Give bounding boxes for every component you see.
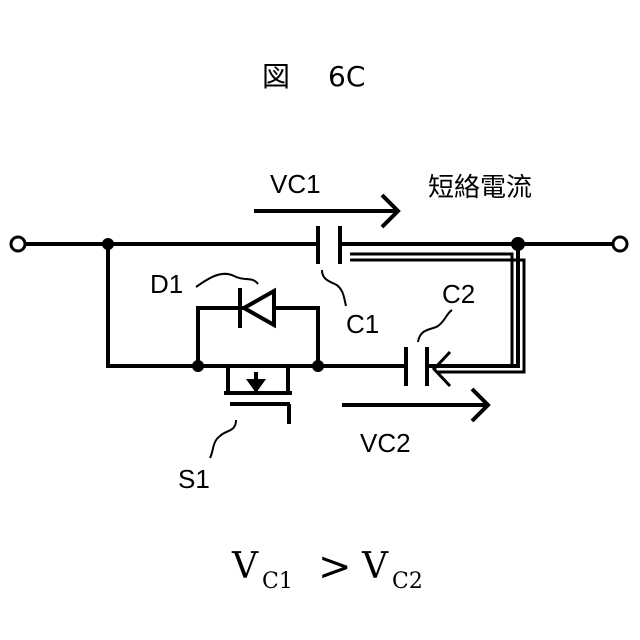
c2-leader (418, 310, 452, 342)
capacitor-c2 (406, 347, 427, 386)
label-d1: D1 (150, 269, 183, 299)
equation-lhs-var: V (231, 546, 259, 587)
d1-leader (196, 274, 258, 287)
diode-d1 (240, 288, 274, 328)
capacitor-c1 (318, 226, 340, 264)
junction-diode-right (312, 360, 324, 372)
switch-s1 (224, 372, 292, 424)
c1-leader (322, 270, 346, 306)
label-vc1: VC1 (270, 169, 321, 199)
equation-lhs-sub: C1 (262, 569, 293, 594)
label-vc2: VC2 (360, 428, 411, 458)
s1-arrow-icon (246, 379, 266, 393)
vc2-arrow-icon (342, 389, 488, 421)
junction-top-left (102, 238, 114, 250)
equation-vc1-gt-vc2: V C1 > V C2 (231, 544, 423, 594)
s1-leader (210, 420, 236, 458)
figure-title-mark: 図 (262, 60, 290, 93)
equation-rhs-var: V (361, 546, 389, 587)
junction-top-right (511, 237, 525, 251)
equation-operator: > (318, 544, 352, 590)
label-s1: S1 (178, 464, 210, 494)
label-short-circuit-current: 短絡電流 (428, 172, 532, 202)
left-terminal (11, 237, 25, 251)
equation-rhs-sub: C2 (392, 569, 423, 594)
label-c1: C1 (346, 309, 379, 339)
figure-title-number: 6C (328, 60, 365, 93)
label-c2: C2 (442, 279, 475, 309)
right-terminal (613, 237, 627, 251)
junction-diode-left (192, 360, 204, 372)
vc1-arrow-icon (254, 195, 398, 227)
